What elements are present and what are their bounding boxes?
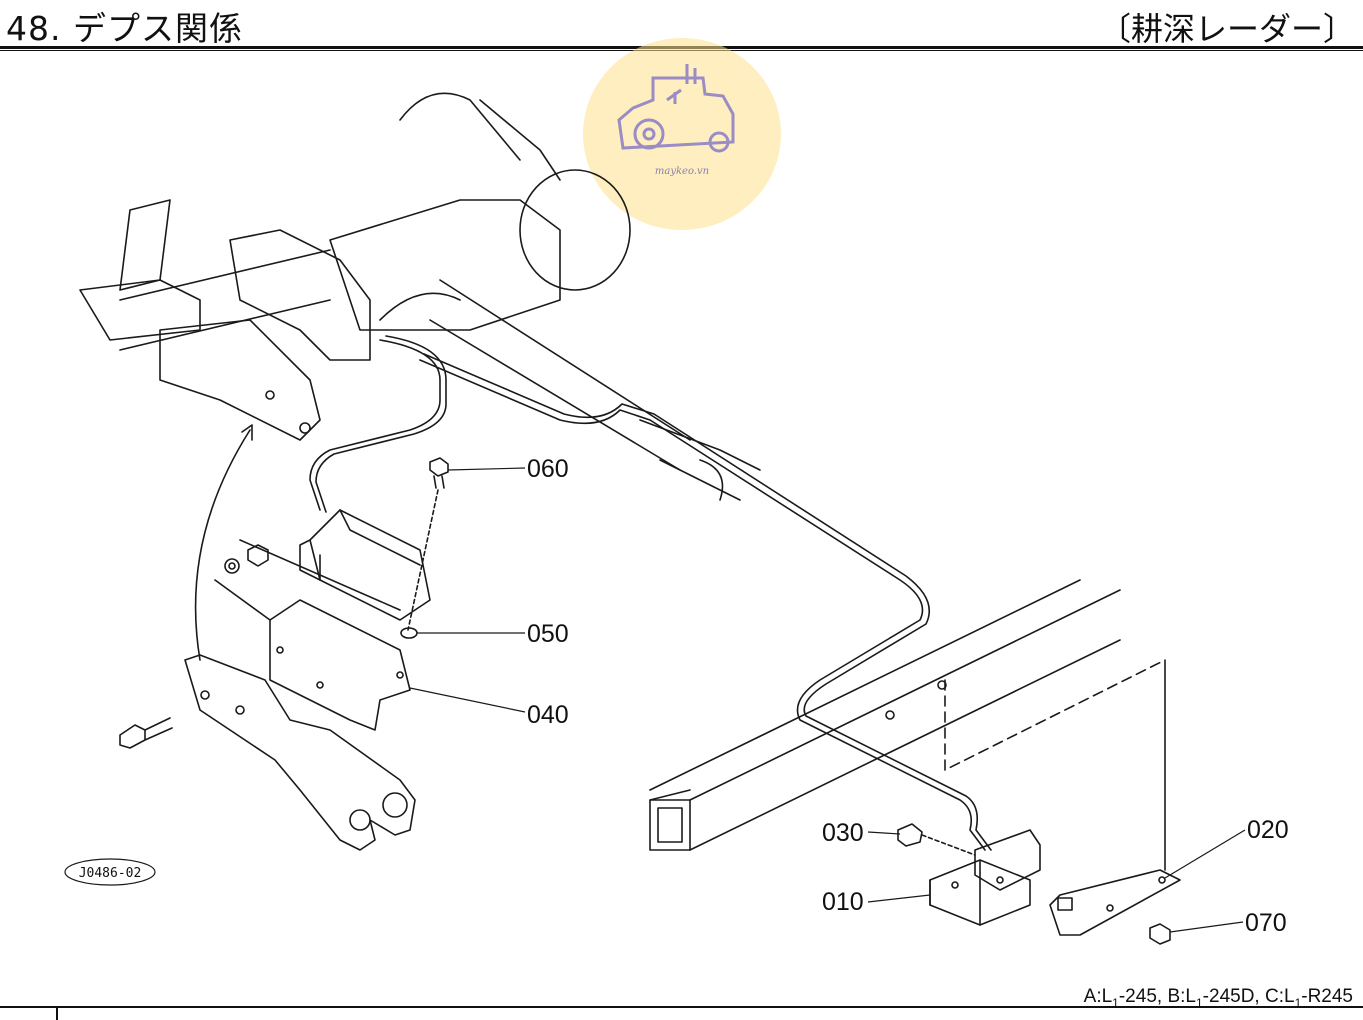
bolt-030-axis (921, 834, 976, 856)
leader-060 (447, 467, 526, 471)
model-a-suffix: -245, (1118, 986, 1168, 1007)
callout-050: 050 (527, 620, 569, 648)
left-bracket (79, 199, 371, 441)
washer-050 (400, 627, 418, 639)
model-b-sub: 1 (1195, 995, 1203, 1010)
bolt-060 (407, 457, 449, 631)
leader-030 (867, 831, 901, 835)
watermark-text: maykeo.vn (654, 166, 710, 177)
model-c-prefix: C:L (1264, 986, 1295, 1007)
sensor-cable (309, 335, 992, 851)
callout-070: 070 (1245, 909, 1287, 937)
leader-020 (1164, 829, 1246, 879)
model-b-suffix: -245D, (1202, 986, 1265, 1007)
footer-rule (0, 1006, 1363, 1008)
leader-040 (409, 687, 526, 713)
page-title: 48. デプス関係 (6, 9, 243, 48)
watermark-logo: maykeo.vn (583, 38, 781, 230)
callout-010: 010 (822, 888, 864, 916)
callout-030: 030 (822, 819, 864, 847)
model-a-sub: 1 (1112, 995, 1119, 1010)
nut-washer-set (214, 539, 401, 621)
hex-bolt-left (119, 717, 173, 749)
lift-arm (184, 654, 416, 851)
model-c-suffix: -R245 (1301, 986, 1353, 1007)
assembly-arrowhead (241, 424, 253, 441)
callout-020: 020 (1247, 816, 1289, 844)
section-label: 〔耕深レーダー〕 (1098, 10, 1355, 48)
mounting-bracket (269, 599, 411, 731)
bracket-020 (1049, 869, 1181, 936)
model-c-sub: 1 (1294, 995, 1302, 1010)
sensor-box (299, 509, 431, 621)
sensor-block-010 (929, 829, 1041, 926)
assembly-arrow (194, 429, 251, 661)
tractor-icon (617, 64, 735, 153)
callout-060: 060 (527, 455, 569, 483)
leader-010 (867, 894, 931, 903)
figure-code-frame (64, 858, 156, 886)
nut-070 (1149, 923, 1171, 945)
model-applicability: A:L1-245, B:L1-245D, C:L1-R245 (1084, 986, 1353, 1010)
figure-code: J0486-02 (79, 866, 142, 881)
frame-rail (649, 579, 1166, 871)
model-b-prefix: B:L (1167, 986, 1196, 1007)
leader-070 (1169, 921, 1244, 933)
model-a-prefix: A:L (1083, 986, 1113, 1007)
footer-tick (56, 1006, 58, 1020)
callout-040: 040 (527, 701, 569, 729)
bolt-030 (897, 823, 923, 847)
axle-housing (119, 92, 761, 501)
